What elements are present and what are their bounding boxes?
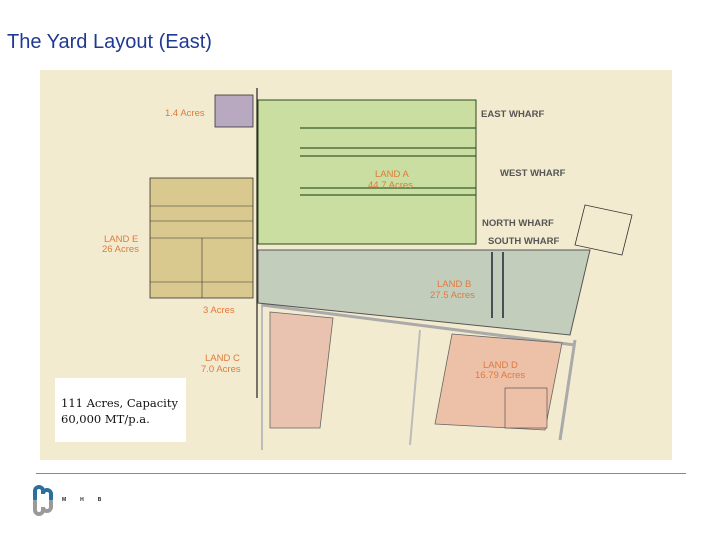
land-e-name: LAND E: [104, 234, 138, 245]
south-wharf-label: SOUTH WHARF: [488, 236, 559, 247]
land-e-grid: [150, 205, 253, 298]
plot-3-label: 3 Acres: [203, 305, 235, 316]
land-b-area: [257, 249, 591, 336]
capacity-info-line2: 60,000 MT/p.a.: [61, 412, 150, 426]
land-b-area-label: 27.5 Acres: [430, 290, 475, 301]
footer-divider: [36, 473, 686, 474]
small-plot-label: 1.4 Acres: [165, 108, 205, 119]
land-a-rails: [300, 127, 476, 196]
land-a-area-label: 44.7 Acres: [368, 180, 413, 191]
east-wharf-label: EAST WHARF: [481, 109, 545, 120]
road-line: [409, 329, 421, 446]
land-a-name: LAND A: [375, 169, 409, 180]
north-wharf-label: NORTH WHARF: [482, 218, 554, 229]
road-line: [261, 303, 576, 347]
land-e-area-label: 26 Acres: [102, 244, 139, 255]
logo-text: MHB: [62, 497, 116, 503]
land-c-area-label: 7.0 Acres: [201, 364, 241, 375]
land-d-name: LAND D: [483, 360, 518, 371]
capacity-info-line1: 111 Acres, Capacity: [61, 396, 178, 410]
land-b-name: LAND B: [437, 279, 471, 290]
west-wharf-label: WEST WHARF: [500, 168, 566, 179]
outline-structure: [574, 204, 633, 256]
small-plot-area: [214, 94, 254, 128]
land-a-area: [257, 99, 477, 245]
land-d-building: [504, 387, 548, 429]
land-c-name: LAND C: [205, 353, 240, 364]
slide-title: The Yard Layout (East): [7, 31, 212, 53]
mhb-logo-icon: [33, 485, 53, 516]
land-d-area-label: 16.79 Acres: [475, 370, 525, 381]
capacity-info-box: 111 Acres, Capacity 60,000 MT/p.a.: [55, 378, 186, 442]
land-c-area: [269, 311, 334, 429]
road-line: [558, 339, 577, 441]
